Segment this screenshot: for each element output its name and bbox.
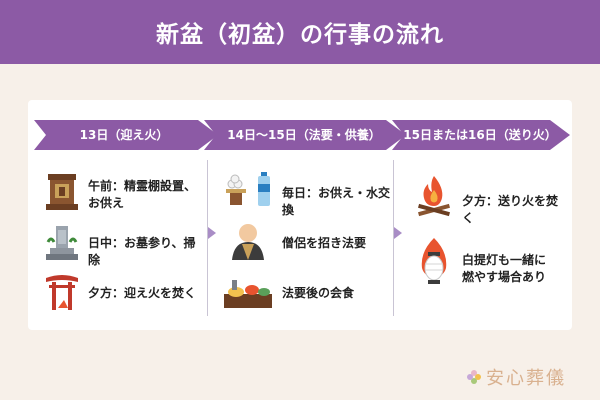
- column-divider: [393, 160, 394, 316]
- item-text: 毎日：お供え・水交換: [282, 186, 391, 217]
- bonfire-icon: [418, 176, 450, 217]
- flow-chevron-icon: [394, 227, 402, 239]
- flower-logo-icon: [467, 370, 481, 384]
- item-text: 午前：精霊棚設置、 お供え: [88, 179, 197, 210]
- item-text: 日中：お墓参り、掃除: [88, 236, 196, 267]
- item-text: 法要後の会食: [282, 286, 355, 300]
- column-header-day13: 13日（迎え火）: [79, 128, 169, 142]
- butsudan-icon: [46, 174, 78, 210]
- title-banner: 新盆（初盆）の行事の流れ: [0, 0, 600, 64]
- grave-icon: [46, 226, 78, 260]
- item-text: 夕方：迎え火を焚く: [88, 286, 197, 300]
- offering-water-icon: [226, 172, 270, 206]
- arrow-day14-15: [204, 120, 406, 150]
- item-text: 夕方：送り火を焚く: [462, 194, 559, 225]
- item-text: 僧侶を招き法要: [282, 236, 367, 250]
- column-divider: [207, 160, 208, 316]
- arrow-day15-16: [392, 120, 570, 150]
- logo-text: 安心葬儀: [486, 368, 566, 389]
- monk-icon: [232, 224, 264, 260]
- flow-chevron-icon: [208, 227, 216, 239]
- torii-icon: [46, 275, 78, 310]
- arrow-day13: [34, 120, 218, 150]
- column-header-day14-15: 14日〜15日（法要・供養）: [227, 128, 381, 142]
- meal-icon: [224, 280, 272, 308]
- site-logo: 安心葬儀: [466, 364, 566, 390]
- page-title: 新盆（初盆）の行事の流れ: [156, 22, 444, 48]
- column-header-day15-16: 15日または16日（送り火）: [403, 128, 557, 142]
- lantern-icon: [421, 238, 447, 284]
- item-text: 白提灯も一緒に 燃やす場合あり: [462, 253, 547, 284]
